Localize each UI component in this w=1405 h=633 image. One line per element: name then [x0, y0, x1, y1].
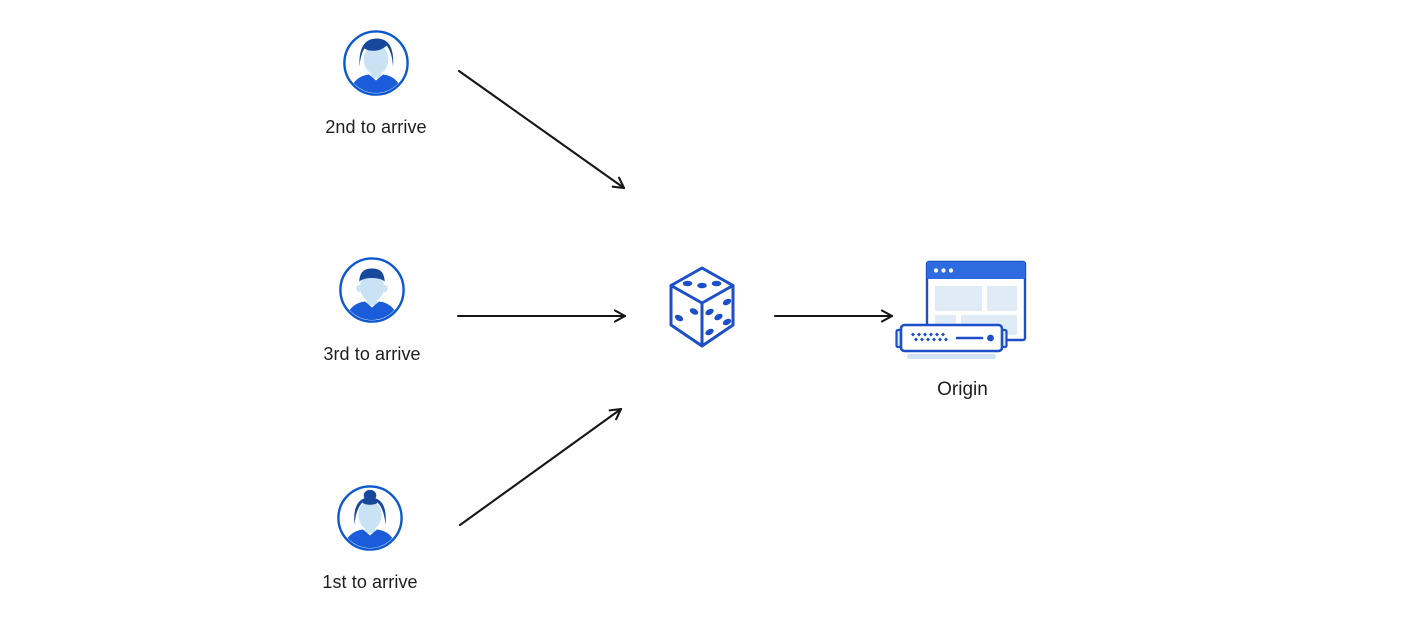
arrow-user1-to-dice [458, 407, 623, 527]
origin-label: Origin [937, 379, 988, 400]
user-node-3rd: 3rd to arrive [302, 257, 442, 365]
user-avatar-woman-bun-icon [337, 485, 403, 551]
user-avatar-man-short-hair-icon [339, 257, 405, 323]
user-label-3rd: 3rd to arrive [323, 344, 421, 364]
user-node-1st: 1st to arrive [300, 485, 440, 593]
user-node-2nd: 2nd to arrive [306, 30, 446, 138]
user-label-2nd: 2nd to arrive [325, 117, 427, 137]
arrow-user2-to-dice [457, 69, 626, 190]
dice-node [666, 264, 738, 350]
origin-server-browser-icon [895, 260, 1027, 359]
user-label-1st: 1st to arrive [322, 572, 418, 592]
user-avatar-man-swept-hair-icon [343, 30, 409, 96]
server-vent-dots [911, 332, 948, 342]
origin-node: Origin [895, 252, 1030, 401]
dice-icon [669, 266, 735, 348]
